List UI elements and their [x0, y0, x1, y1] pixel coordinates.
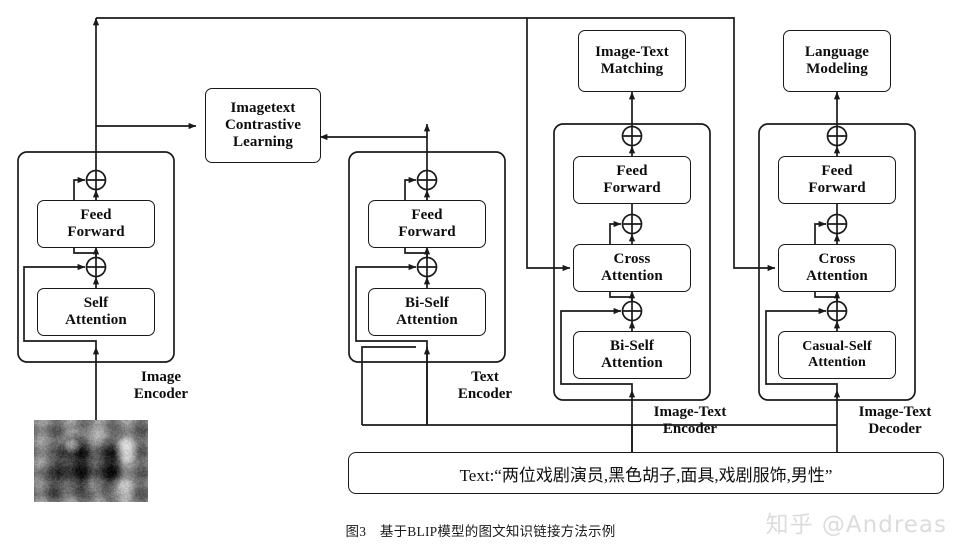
node-label: Feed Forward — [808, 163, 865, 197]
group-label-text-encoder: Text Encoder — [430, 369, 540, 404]
node-label: Feed Forward — [603, 163, 660, 197]
node-image-text-matching[interactable]: Image-Text Matching — [578, 30, 686, 92]
node-text-encoder-bi-self-attention[interactable]: Bi-Self Attention — [368, 288, 486, 336]
group-label-image-text-encoder: Image-Text Encoder — [615, 404, 765, 439]
node-label: Feed Forward — [67, 207, 124, 241]
node-label: Cross Attention — [601, 251, 663, 285]
input-image-thumbnail[interactable] — [34, 420, 148, 502]
thumbnail-canvas — [34, 420, 148, 502]
group-label-image-encoder: Image Encoder — [106, 369, 216, 404]
node-image-text-encoder-cross-attention[interactable]: Cross Attention — [573, 244, 691, 292]
node-image-text-decoder-feed-forward[interactable]: Feed Forward — [778, 156, 896, 204]
node-image-text-decoder-casual-self-attention[interactable]: Casual-Self Attention — [778, 331, 896, 379]
residual-add-icon — [87, 258, 106, 277]
node-label: Feed Forward — [398, 207, 455, 241]
node-label: Imagetext Contrastive Learning — [225, 100, 301, 150]
residual-add-icon — [828, 215, 847, 234]
node-image-encoder-self-attention[interactable]: Self Attention — [37, 288, 155, 336]
node-imagetext-contrastive-learning[interactable]: Imagetext Contrastive Learning — [205, 88, 321, 163]
node-label: Image-Text Matching — [595, 44, 669, 78]
node-image-text-encoder-bi-self-attention[interactable]: Bi-Self Attention — [573, 331, 691, 379]
input-text-bar[interactable]: Text:“两位戏剧演员,黑色胡子,面具,戏剧服饰,男性” — [348, 452, 944, 494]
residual-add-icon — [623, 215, 642, 234]
node-label: Bi-Self Attention — [601, 338, 663, 372]
residual-add-icon — [418, 171, 437, 190]
node-image-text-decoder-cross-attention[interactable]: Cross Attention — [778, 244, 896, 292]
node-image-text-encoder-feed-forward[interactable]: Feed Forward — [573, 156, 691, 204]
group-label-image-text-decoder: Image-Text Decoder — [820, 404, 961, 439]
input-text-value: Text:“两位戏剧演员,黑色胡子,面具,戏剧服饰,男性” — [460, 461, 833, 486]
node-label: Cross Attention — [806, 251, 868, 285]
node-label: Self Attention — [65, 295, 127, 329]
wire-image-to-encoder-cross — [527, 18, 570, 268]
node-label: Language Modeling — [805, 44, 869, 78]
residual-add-icon — [418, 258, 437, 277]
node-label: Bi-Self Attention — [396, 295, 458, 329]
node-text-encoder-feed-forward[interactable]: Feed Forward — [368, 200, 486, 248]
residual-add-icon — [828, 127, 847, 146]
residual-add-icon — [828, 302, 847, 321]
node-language-modeling[interactable]: Language Modeling — [783, 30, 891, 92]
residual-add-icon — [623, 302, 642, 321]
residual-add-icon — [623, 127, 642, 146]
node-label: Casual-Self Attention — [802, 339, 872, 370]
watermark: 知乎 @Andreas — [766, 505, 947, 539]
node-image-encoder-feed-forward[interactable]: Feed Forward — [37, 200, 155, 248]
residual-add-icon — [87, 171, 106, 190]
